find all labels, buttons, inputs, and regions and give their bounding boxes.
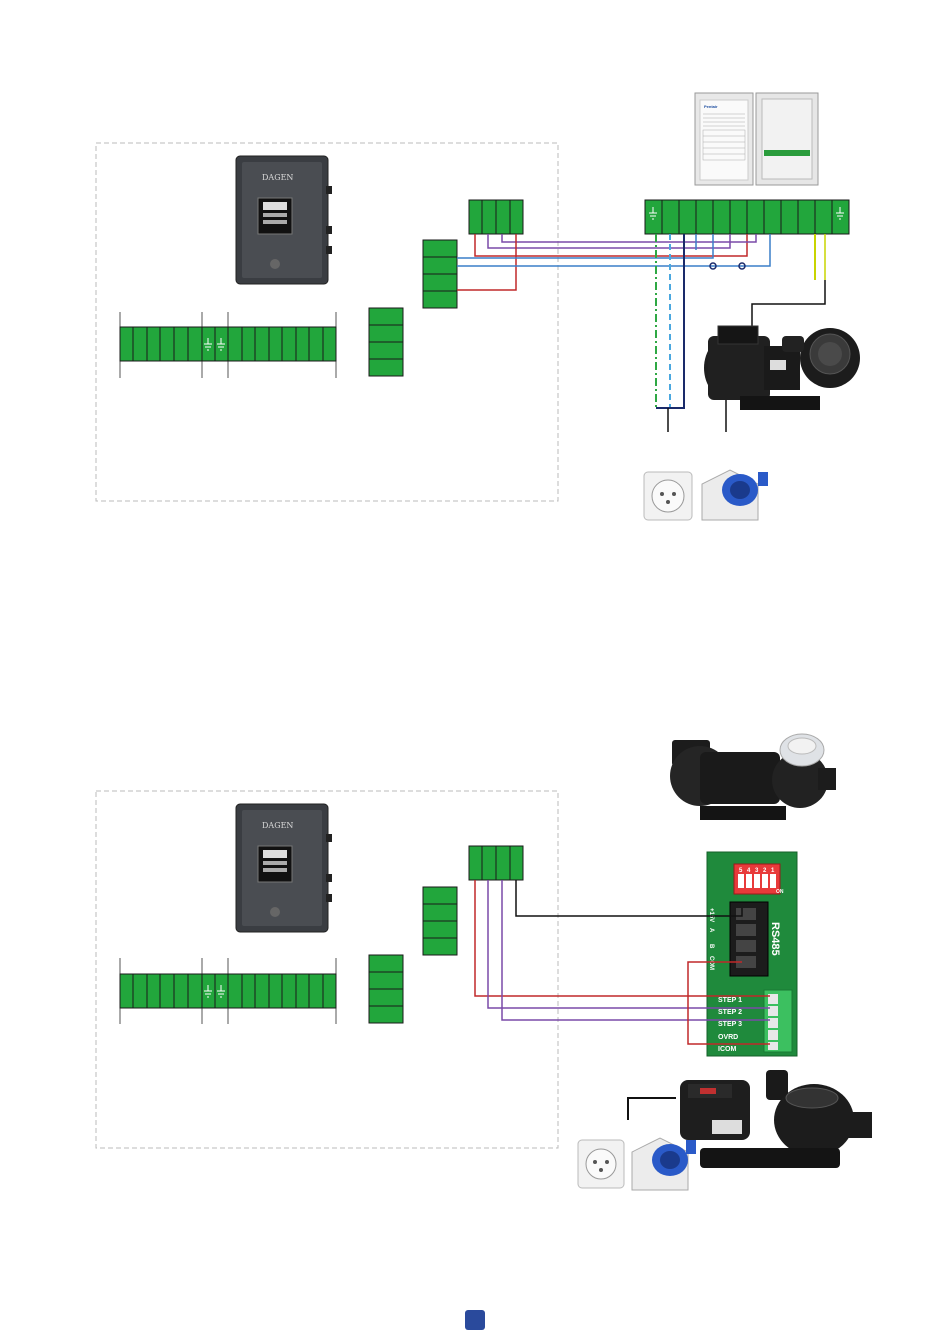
signal-terminal-block xyxy=(469,846,523,880)
controller-unit: DAGEN xyxy=(236,804,332,932)
diagram-2: DAGEN xyxy=(96,734,872,1190)
controller-brand: DAGEN xyxy=(262,173,293,182)
diagram-1: DAGEN xyxy=(96,93,860,520)
page-marker xyxy=(465,1310,485,1330)
main-terminal-strip xyxy=(120,312,336,378)
wall-socket xyxy=(578,1140,624,1188)
pump-top xyxy=(670,734,836,820)
wall-socket xyxy=(644,472,692,520)
industrial-socket xyxy=(632,1138,696,1190)
variable-speed-pump xyxy=(704,326,860,410)
rs485-pin-label: A xyxy=(708,928,714,933)
step-label: OVRD xyxy=(718,1034,738,1041)
control-box-terminal-strip xyxy=(645,200,849,234)
main-terminal-strip xyxy=(120,958,336,1024)
rs485-label: RS485 xyxy=(769,922,781,956)
dip-switch: 5 4 3 2 1 ON xyxy=(734,864,784,895)
controller-brand: DAGEN xyxy=(262,821,293,830)
signal-wires xyxy=(457,234,770,290)
dip-on-label: ON xyxy=(776,889,784,895)
step-label: STEP 2 xyxy=(718,1009,742,1016)
rs485-interface-board: 5 4 3 2 1 ON RS485 +15V A B COM xyxy=(707,852,797,1056)
relay-terminal-block xyxy=(423,887,457,955)
industrial-socket xyxy=(702,470,768,520)
rs485-pin-label: +15V xyxy=(708,908,714,922)
rs485-pin-label: B xyxy=(708,944,714,949)
pump-brand-label: Pentair xyxy=(704,104,718,109)
aux-terminal-block xyxy=(369,308,403,376)
controller-unit: DAGEN xyxy=(236,156,332,284)
pump-control-box: Pentair xyxy=(695,93,818,185)
step-label: STEP 1 xyxy=(718,997,742,1004)
step-label: STEP 3 xyxy=(718,1021,742,1028)
rs485-pin-label: COM xyxy=(708,956,714,970)
relay-terminal-block xyxy=(423,240,457,308)
aux-terminal-block xyxy=(369,955,403,1023)
step-label: ICOM xyxy=(718,1046,736,1053)
signal-terminal-block xyxy=(469,200,523,234)
